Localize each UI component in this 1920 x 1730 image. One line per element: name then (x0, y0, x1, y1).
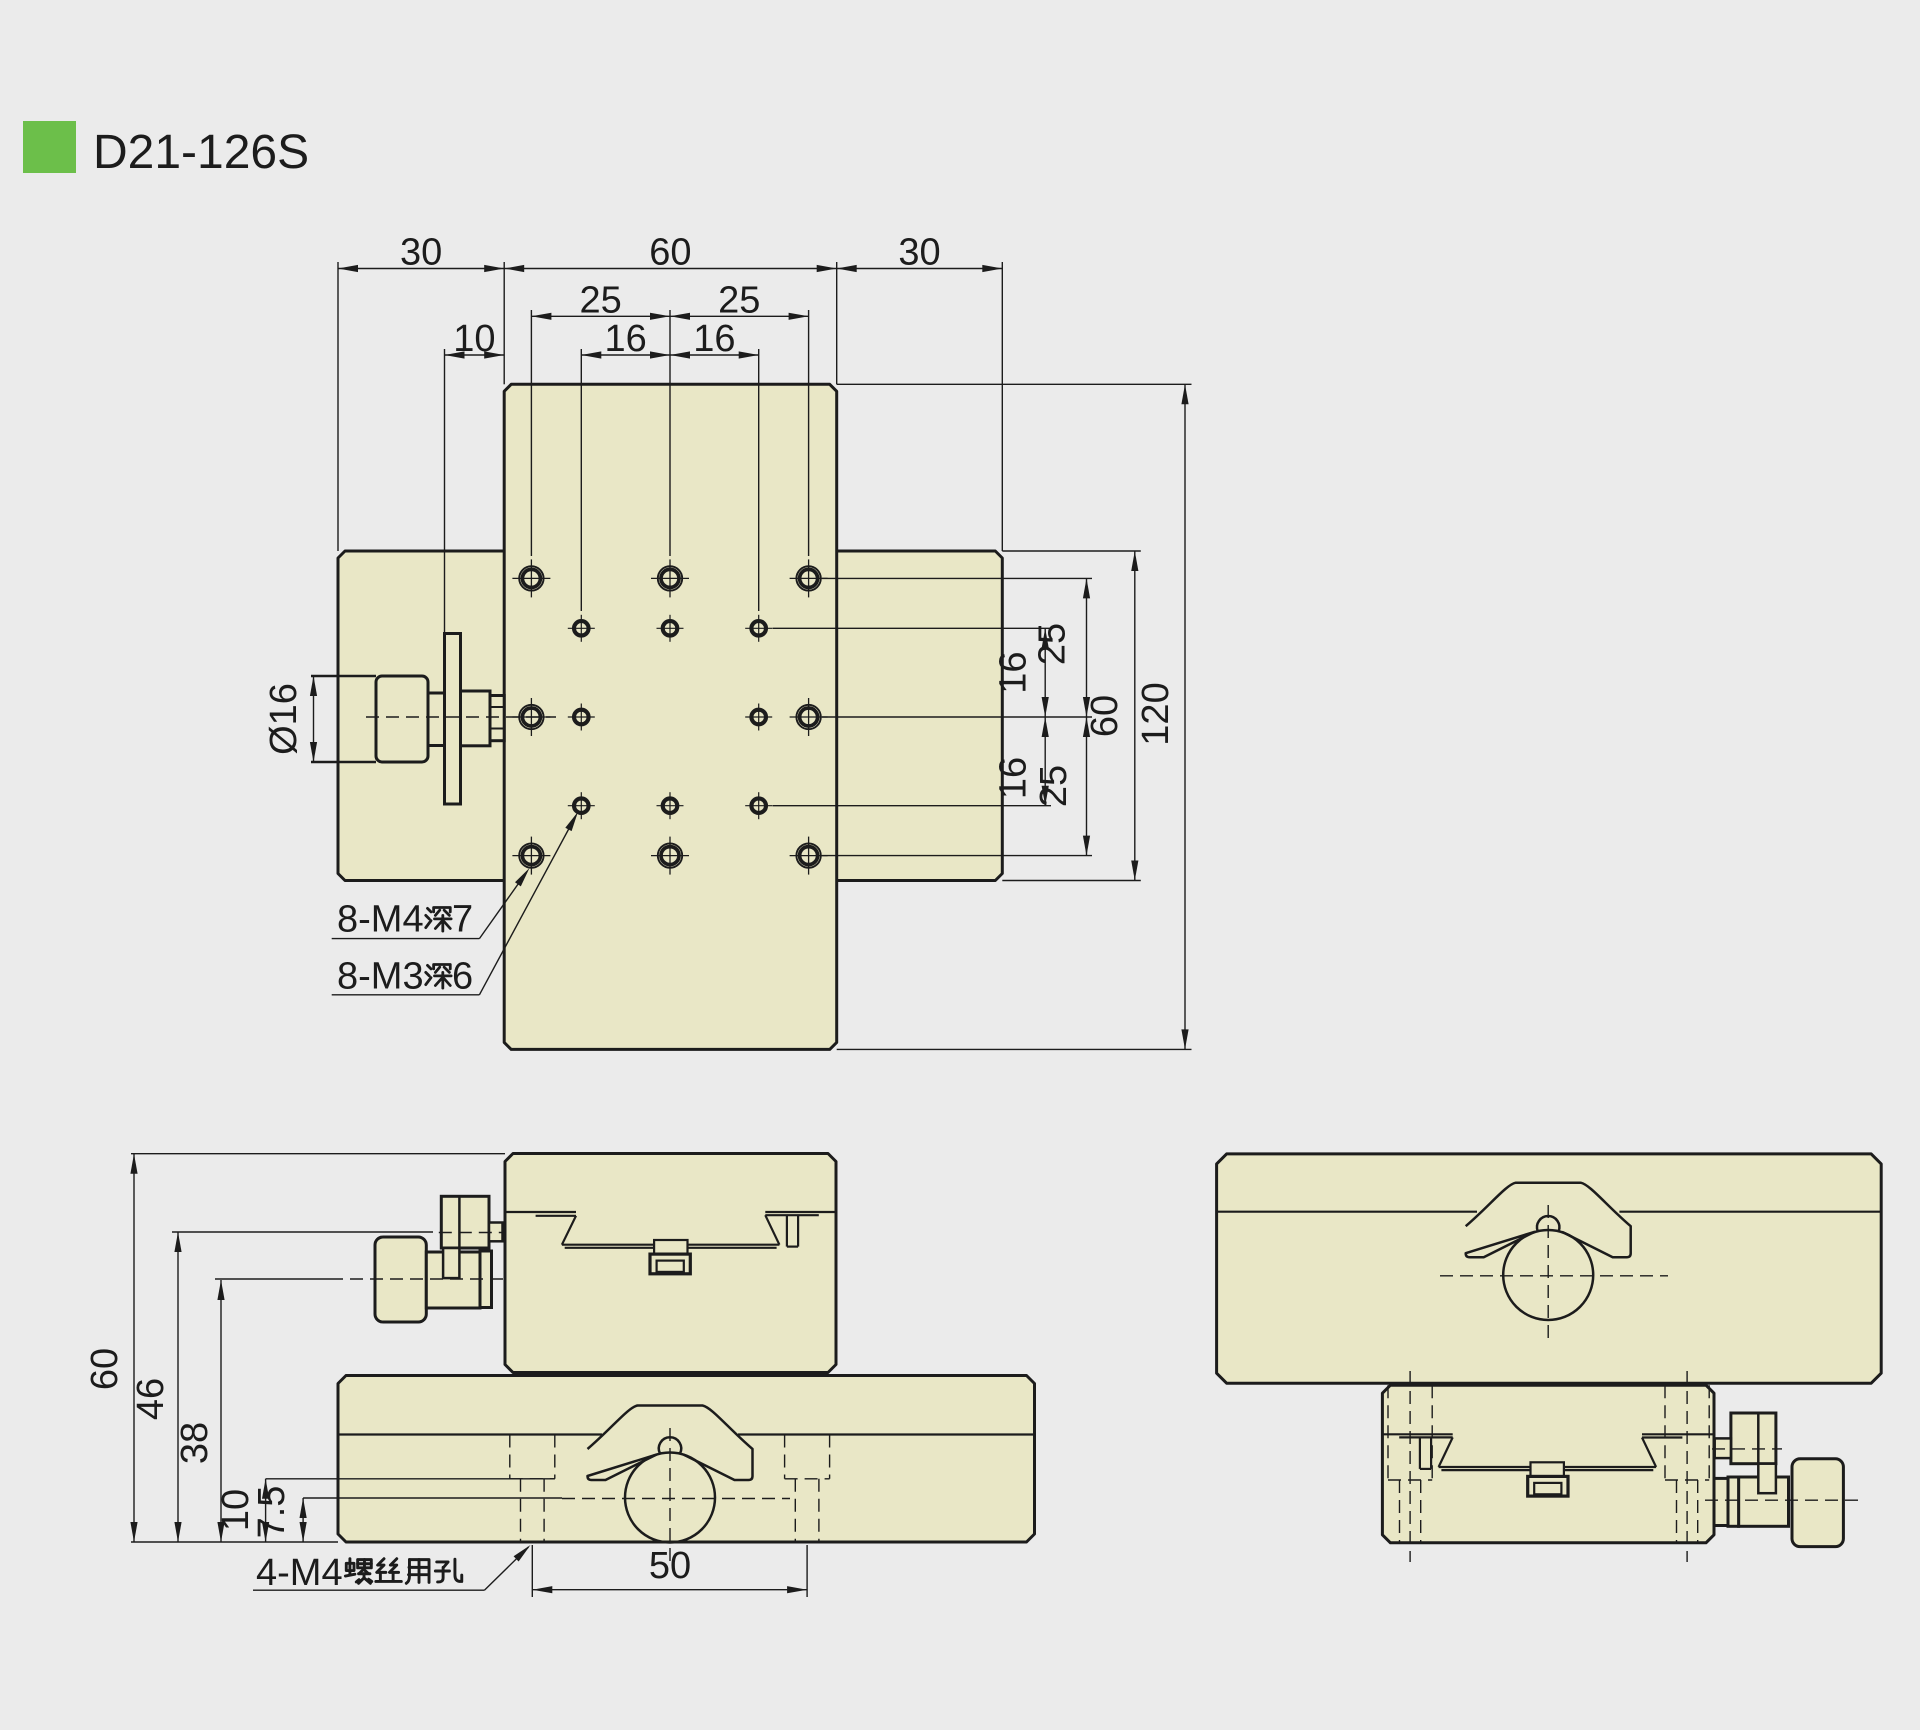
svg-text:7.5: 7.5 (251, 1486, 293, 1539)
svg-text:30: 30 (898, 232, 940, 274)
svg-text:46: 46 (130, 1378, 172, 1420)
svg-text:60: 60 (1084, 695, 1126, 737)
svg-text:60: 60 (649, 232, 691, 274)
svg-text:8-M4: 8-M4 (337, 899, 424, 941)
svg-text:4-M4: 4-M4 (256, 1552, 343, 1594)
svg-text:50: 50 (649, 1545, 691, 1587)
svg-text:10: 10 (215, 1489, 257, 1531)
svg-text:120: 120 (1135, 682, 1177, 745)
svg-text:16: 16 (993, 757, 1035, 799)
svg-text:10: 10 (453, 318, 495, 360)
svg-text:25: 25 (718, 279, 760, 321)
svg-text:30: 30 (400, 232, 442, 274)
svg-text:25: 25 (1033, 765, 1075, 807)
svg-text:25: 25 (1032, 623, 1074, 665)
svg-text:7: 7 (452, 899, 473, 941)
svg-text:Ø16: Ø16 (263, 683, 305, 755)
svg-text:60: 60 (84, 1348, 126, 1390)
svg-text:16: 16 (693, 318, 735, 360)
svg-text:6: 6 (452, 956, 473, 998)
svg-text:8-M3: 8-M3 (337, 956, 424, 998)
svg-text:16: 16 (605, 318, 647, 360)
svg-text:38: 38 (174, 1422, 216, 1464)
svg-text:25: 25 (580, 279, 622, 321)
svg-text:D21-126S: D21-126S (93, 126, 309, 179)
svg-text:16: 16 (993, 651, 1035, 693)
